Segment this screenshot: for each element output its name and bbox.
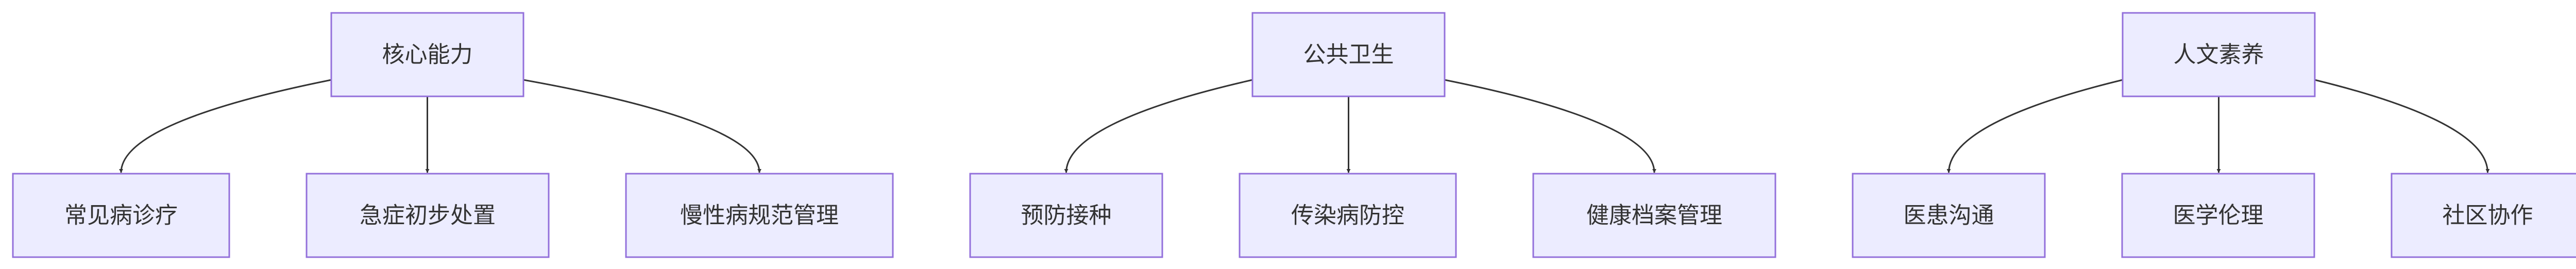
parent-node-public-health: 公共卫生 bbox=[1251, 12, 1446, 97]
child-node-community-collaboration: 社区协作 bbox=[2391, 173, 2576, 258]
child-node-common-disease: 常见病诊疗 bbox=[12, 173, 230, 258]
child-node-label: 医学伦理 bbox=[2173, 203, 2264, 229]
edge-humanities-to-child-1 bbox=[1946, 79, 2123, 173]
child-node-infectious-control: 传染病防控 bbox=[1239, 173, 1457, 258]
edge-public-health-to-child-3 bbox=[1444, 79, 1656, 173]
child-node-label: 常见病诊疗 bbox=[64, 203, 178, 229]
edge-core-to-child-1 bbox=[119, 79, 332, 173]
child-node-label: 医患沟通 bbox=[1904, 203, 1994, 229]
child-node-chronic: 慢性病规范管理 bbox=[625, 173, 894, 258]
child-node-health-records: 健康档案管理 bbox=[1532, 173, 1776, 258]
parent-node-core-ability: 核心能力 bbox=[330, 12, 524, 97]
child-node-doctor-patient-communication: 医患沟通 bbox=[1852, 173, 2046, 258]
parent-node-label: 公共卫生 bbox=[1303, 42, 1394, 68]
child-node-label: 传染病防控 bbox=[1291, 203, 1404, 229]
child-node-label: 急症初步处置 bbox=[360, 203, 496, 229]
child-node-label: 社区协作 bbox=[2443, 203, 2533, 229]
edge-humanities-to-child-3 bbox=[2314, 79, 2490, 173]
edge-core-to-child-3 bbox=[523, 79, 761, 173]
child-node-label: 健康档案管理 bbox=[1586, 203, 1722, 229]
parent-node-label: 人文素养 bbox=[2174, 42, 2264, 68]
parent-node-label: 核心能力 bbox=[382, 42, 473, 68]
parent-node-humanities: 人文素养 bbox=[2122, 12, 2316, 97]
child-node-medical-ethics: 医学伦理 bbox=[2121, 173, 2315, 258]
child-node-emergency: 急症初步处置 bbox=[306, 173, 550, 258]
child-node-label: 预防接种 bbox=[1021, 203, 1112, 229]
child-node-vaccination: 预防接种 bbox=[969, 173, 1163, 258]
child-node-label: 慢性病规范管理 bbox=[680, 203, 839, 229]
edge-public-health-to-child-1 bbox=[1064, 79, 1253, 173]
